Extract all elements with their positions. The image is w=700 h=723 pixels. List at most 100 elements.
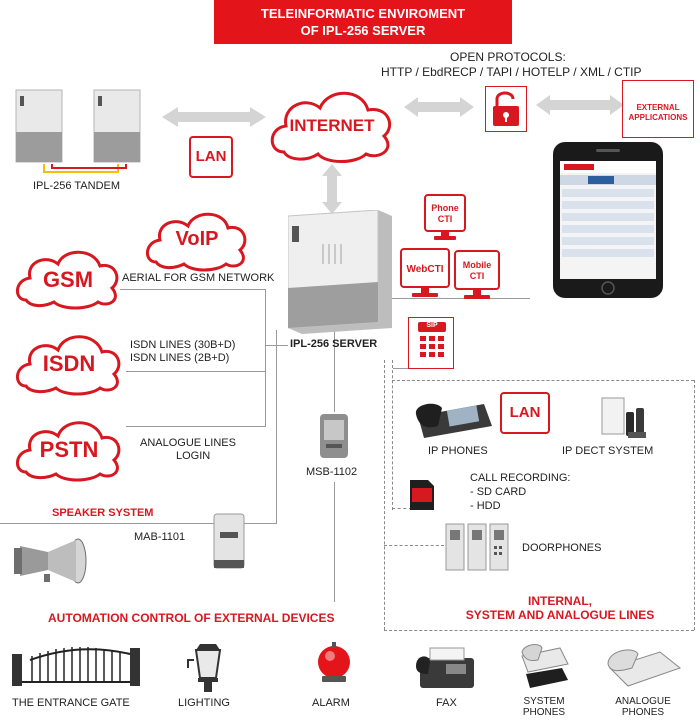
lighting-label: LIGHTING xyxy=(178,697,230,709)
pstn-desc-1: ANALOGUE LINES xyxy=(140,437,236,449)
sip-phone-icon xyxy=(418,322,446,357)
sip-line xyxy=(393,368,411,369)
msb-label: MSB-1102 xyxy=(306,466,358,478)
internet-cloud-icon xyxy=(270,91,391,163)
gsm-cloud-icon xyxy=(16,250,119,310)
external-line-2: APPLICATIONS xyxy=(628,113,688,122)
title-line-1: TELEINFORMATIC ENVIROMENT xyxy=(260,6,466,21)
system-phones-icon xyxy=(521,644,569,688)
pstn-line xyxy=(126,426,266,427)
doorphones-label: DOORPHONES xyxy=(522,542,602,554)
trunk-vertical xyxy=(265,289,266,427)
gsm-label: GSM xyxy=(42,267,94,292)
mab-1101-module-icon xyxy=(213,513,245,569)
lighting-lamp-icon xyxy=(187,644,222,692)
tandem-server-icon xyxy=(15,89,141,173)
title-line-2: OF IPL-256 SERVER xyxy=(300,23,426,38)
internet-label: INTERNET xyxy=(289,116,375,135)
speaker-line xyxy=(0,523,214,524)
doorphones-icon xyxy=(445,523,509,571)
internal-lines-title: INTERNAL, SYSTEM AND ANALOGUE LINES xyxy=(440,594,680,622)
bus-bottom xyxy=(384,630,694,631)
speaker-vertical xyxy=(276,330,277,524)
lock-frame xyxy=(485,86,527,132)
pstn-label: PSTN xyxy=(39,437,99,462)
sip-frame xyxy=(408,317,454,369)
internet-lock-arrow-icon xyxy=(404,97,474,117)
msb-1102-module-icon xyxy=(320,414,348,458)
entrance-gate-icon xyxy=(12,647,140,686)
automation-title: AUTOMATION CONTROL OF EXTERNAL DEVICES xyxy=(48,611,335,625)
analogue-phones-line-1: ANALOGUE xyxy=(615,696,671,707)
recording-link xyxy=(392,508,412,509)
ipl-256-server-icon xyxy=(288,210,392,334)
isdn-desc-1: ISDN LINES (30B+D) xyxy=(130,339,236,351)
lan-ip-badge: LAN xyxy=(500,392,550,434)
bus-outer-vertical xyxy=(384,360,385,630)
mobile-cti-monitor-icon xyxy=(454,250,500,299)
system-phones-line-2: PHONES xyxy=(522,707,566,718)
bus-top xyxy=(392,380,694,381)
internet-server-arrow-icon xyxy=(322,164,342,214)
tandem-label: IPL-256 TANDEM xyxy=(33,180,121,192)
voip-cloud-icon xyxy=(146,212,247,272)
ip-phones-label: IP PHONES xyxy=(428,445,488,457)
lan-ip-label: LAN xyxy=(509,404,541,421)
server-to-cti xyxy=(390,298,530,299)
webcti-monitor-icon xyxy=(400,248,450,297)
alarm-label: ALARM xyxy=(312,697,350,709)
bus-right xyxy=(694,380,695,630)
system-phones-label: SYSTEM PHONES xyxy=(514,696,574,718)
voip-label: VoIP xyxy=(175,228,219,250)
lock-icon xyxy=(493,91,519,126)
pstn-desc-2: LOGIN xyxy=(176,450,211,462)
smartphone-icon xyxy=(553,142,663,298)
speaker-to-server xyxy=(244,523,276,524)
isdn-cloud-icon xyxy=(16,335,121,396)
external-line-1: EXTERNAL xyxy=(636,103,680,112)
gsm-line xyxy=(120,289,266,290)
isdn-label: ISDN xyxy=(42,351,96,376)
ip-phone-icon xyxy=(415,403,492,438)
bus-inner-vertical xyxy=(392,360,393,510)
mobile-cti-line-2: CTI xyxy=(469,271,485,281)
phone-cti-monitor-icon xyxy=(424,194,466,240)
mobile-cti-label: Mobile CTI xyxy=(454,260,500,282)
server-label: IPL-256 SERVER xyxy=(290,338,378,350)
recording-title: CALL RECORDING: xyxy=(470,472,571,484)
alarm-bell-icon xyxy=(318,642,350,682)
mobile-cti-line-1: Mobile xyxy=(462,260,492,270)
analogue-phones-icon xyxy=(607,649,682,687)
gsm-desc: AERIAL FOR GSM NETWORK xyxy=(122,272,275,284)
phone-cti-line-1: Phone xyxy=(431,203,459,213)
speaker-title: SPEAKER SYSTEM xyxy=(52,507,154,519)
trunk-to-server xyxy=(266,345,288,346)
internal-line-2: SYSTEM AND ANALOGUE LINES xyxy=(465,608,655,622)
mab-label: MAB-1101 xyxy=(134,531,186,543)
recording-item-2: - HDD xyxy=(470,500,501,512)
ip-dect-system-icon xyxy=(601,397,646,438)
recording-item-1: - SD CARD xyxy=(470,486,527,498)
protocols-title: OPEN PROTOCOLS: xyxy=(450,50,566,64)
tandem-internet-arrow-icon xyxy=(162,107,266,127)
protocols-list: HTTP / EbdRECP / TAPI / HOTELP / XML / C… xyxy=(381,65,642,79)
horn-speaker-icon xyxy=(14,538,87,584)
doorphone-link xyxy=(384,545,444,546)
sd-card-icon xyxy=(410,480,434,510)
analogue-phones-label: ANALOGUE PHONES xyxy=(610,696,676,718)
sip-label: SIP xyxy=(426,322,438,329)
dect-label: IP DECT SYSTEM xyxy=(562,445,654,457)
external-applications-box: EXTERNAL APPLICATIONS xyxy=(622,80,694,138)
fax-machine-icon xyxy=(416,647,474,688)
analogue-phones-line-2: PHONES xyxy=(621,707,665,718)
phone-cti-label: Phone CTI xyxy=(424,203,466,225)
system-phones-line-1: SYSTEM xyxy=(523,696,565,707)
pstn-cloud-icon xyxy=(16,421,121,482)
internal-line-1: INTERNAL, xyxy=(528,594,592,608)
webcti-label: WebCTI xyxy=(406,264,444,275)
lan-top-badge: LAN xyxy=(189,136,233,178)
lock-external-arrow-icon xyxy=(536,95,624,115)
phone-cti-line-2: CTI xyxy=(437,214,453,224)
isdn-desc-2: ISDN LINES (2B+D) xyxy=(130,352,230,364)
diagram-title: TELEINFORMATIC ENVIROMENT OF IPL-256 SER… xyxy=(214,0,512,44)
